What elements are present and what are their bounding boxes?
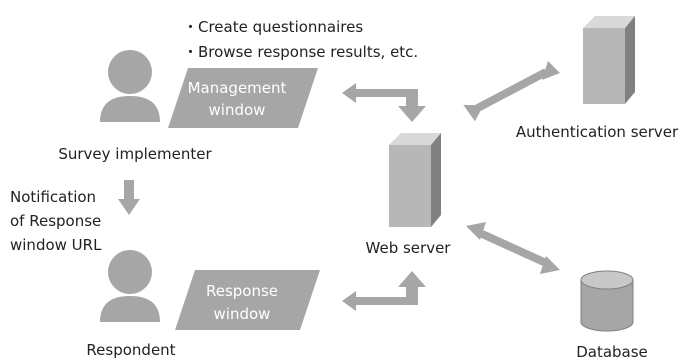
management-to-webserver-arrow <box>342 83 426 122</box>
respondent-label: Respondent <box>86 341 175 359</box>
webserver-auth-arrow <box>463 61 560 122</box>
notification-line-2: of Response <box>10 212 101 230</box>
authentication-server-icon <box>583 16 635 104</box>
response-window-label-1: Response <box>206 282 278 300</box>
response-window-label-2: window <box>214 305 271 323</box>
web-server-icon <box>389 133 441 227</box>
authentication-server-label: Authentication server <box>516 123 679 141</box>
notification-down-arrow <box>118 180 140 215</box>
web-server-label: Web server <box>366 239 452 257</box>
response-to-webserver-arrow <box>342 271 426 311</box>
database-icon <box>580 270 634 332</box>
notification-line-1: Notification <box>10 188 96 206</box>
management-window-label-2: window <box>209 101 266 119</box>
management-window-label-1: Management <box>188 79 287 97</box>
notification-line-3: window URL <box>10 236 102 254</box>
management-window: Management window <box>168 68 318 128</box>
database-label: Database <box>576 343 648 361</box>
respondent-person-icon <box>100 250 160 322</box>
response-window: Response window <box>175 270 320 330</box>
bullet-browse-results: ・Browse response results, etc. <box>183 43 418 61</box>
implementer-label: Survey implementer <box>58 145 212 163</box>
bullet-create-questionnaires: ・Create questionnaires <box>183 18 363 36</box>
webserver-database-arrow <box>466 222 560 274</box>
implementer-person-icon <box>100 50 160 122</box>
